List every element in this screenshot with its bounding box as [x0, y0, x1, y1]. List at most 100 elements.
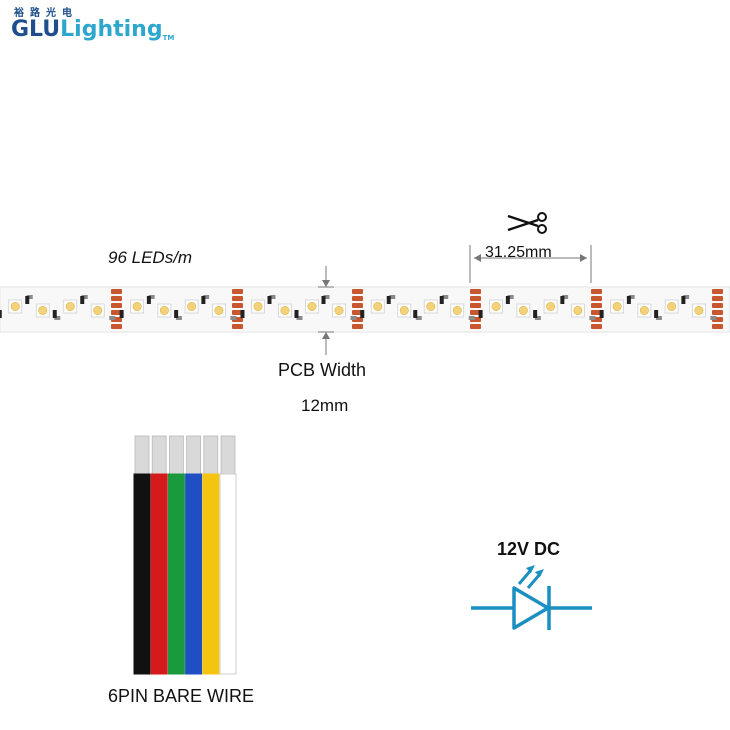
wire	[185, 473, 203, 675]
component	[710, 316, 717, 320]
pcb-width-value: 12mm	[301, 396, 349, 415]
solder-pad	[232, 324, 243, 329]
wire	[133, 473, 151, 675]
wire-core	[168, 435, 184, 477]
component	[81, 295, 88, 299]
solder-pad	[111, 303, 122, 308]
led-lens	[639, 305, 649, 315]
led-lens	[426, 301, 436, 311]
wire-core	[203, 435, 219, 477]
solder-pad	[712, 324, 723, 329]
solder-pad	[591, 296, 602, 301]
component	[350, 316, 357, 320]
brand-logo: GLULightingTM	[11, 15, 174, 45]
led-lens	[491, 301, 501, 311]
resistor	[505, 296, 510, 304]
voltage-label: 12V DC	[497, 539, 561, 559]
solder-pad	[232, 296, 243, 301]
component	[589, 316, 596, 320]
component	[148, 295, 155, 299]
led-lens	[373, 301, 383, 311]
solder-pad	[712, 310, 723, 315]
led-lens	[546, 301, 556, 311]
component	[534, 316, 541, 320]
wire-core	[151, 435, 167, 477]
resistor	[321, 296, 326, 304]
led-lens	[65, 301, 75, 311]
led-lens	[307, 301, 317, 311]
solder-pad	[470, 324, 481, 329]
led-lens	[253, 301, 263, 311]
resistor	[25, 296, 30, 304]
led-lens	[518, 305, 528, 315]
led-lens	[132, 301, 142, 311]
led-lens	[612, 301, 622, 311]
led-diode-symbol-icon	[471, 565, 592, 630]
component	[109, 316, 116, 320]
solder-pad	[352, 289, 363, 294]
component	[26, 295, 33, 299]
component	[507, 295, 514, 299]
component	[655, 316, 662, 320]
solder-pad	[712, 303, 723, 308]
component	[296, 316, 303, 320]
resistor	[80, 296, 85, 304]
resistor	[201, 296, 206, 304]
solder-pad	[591, 303, 602, 308]
led-lens	[694, 305, 704, 315]
wire	[202, 473, 220, 675]
resistor	[478, 310, 483, 318]
wire	[150, 473, 168, 675]
solder-pad	[712, 289, 723, 294]
component	[628, 295, 635, 299]
resistor	[146, 296, 151, 304]
resistor	[119, 310, 124, 318]
led-lens	[399, 305, 409, 315]
led-lens	[187, 301, 197, 311]
led-lens	[38, 305, 48, 315]
bare-wires	[133, 435, 237, 675]
solder-pad	[352, 324, 363, 329]
solder-pad	[111, 296, 122, 301]
solder-pad	[591, 289, 602, 294]
resistor	[360, 310, 365, 318]
component	[442, 295, 449, 299]
component	[323, 295, 330, 299]
led-lens	[159, 305, 169, 315]
resistor	[560, 296, 565, 304]
solder-pad	[111, 324, 122, 329]
led-lens	[452, 305, 462, 315]
component	[175, 316, 182, 320]
component	[203, 295, 210, 299]
component	[230, 316, 237, 320]
component	[415, 316, 422, 320]
led-lens	[93, 305, 103, 315]
solder-pad	[352, 296, 363, 301]
led-lens	[334, 305, 344, 315]
solder-pad	[470, 303, 481, 308]
solder-pad	[111, 289, 122, 294]
brand-trademark: TM	[162, 34, 175, 42]
solder-pad	[712, 296, 723, 301]
component	[269, 295, 276, 299]
solder-pad	[470, 289, 481, 294]
solder-pad	[232, 303, 243, 308]
resistor	[439, 296, 444, 304]
pcb-width-dimension	[318, 266, 334, 355]
component	[389, 295, 396, 299]
scissors-icon	[507, 212, 547, 234]
wire-core	[134, 435, 150, 477]
led-density-label: 96 LEDs/m	[108, 248, 193, 267]
resistor	[294, 310, 299, 318]
solder-pad	[232, 310, 243, 315]
wire-core	[186, 435, 202, 477]
led-lens	[280, 305, 290, 315]
pcb-width-label: PCB Width	[278, 360, 367, 380]
resistor	[240, 310, 245, 318]
led-lens	[573, 305, 583, 315]
brand-logo-glu: GLU	[11, 17, 61, 42]
resistor	[533, 310, 538, 318]
resistor	[626, 296, 631, 304]
brand-logo-lighting: Lighting	[60, 17, 163, 42]
led-lens	[214, 305, 224, 315]
